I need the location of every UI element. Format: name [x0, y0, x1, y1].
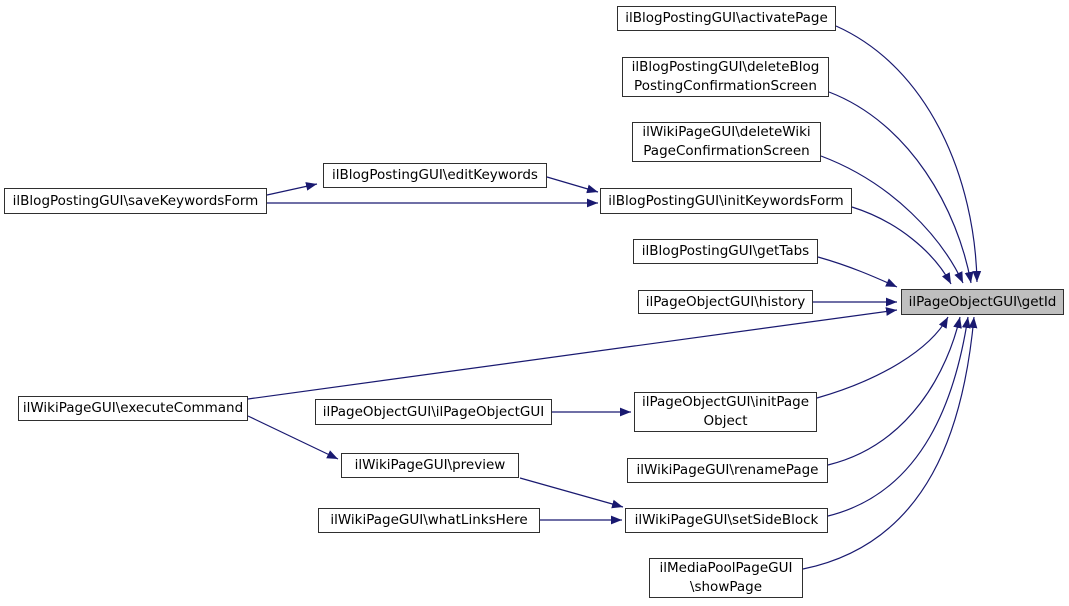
node-activate-page[interactable]: ilBlogPostingGUI\activatePage	[617, 6, 836, 31]
node-set-side-block[interactable]: ilWikiPageGUI\setSideBlock	[625, 508, 828, 533]
edge-deleteWikiPageConfirmationScreen-to-getId	[820, 155, 964, 284]
node-what-links-here[interactable]: ilWikiPageGUI\whatLinksHere	[318, 508, 540, 533]
edge-initKeywordsForm-to-getId	[851, 206, 952, 285]
edge-showPage-to-getId	[802, 316, 978, 570]
edge-deleteBlogPostingConfirmationScreen-to-getId	[828, 91, 974, 284]
edge-editKeywords-to-initKeywordsForm	[546, 176, 599, 194]
node-delete-blog-posting-confirmation-screen[interactable]: ilBlogPostingGUI\deleteBlog PostingConfi…	[622, 57, 829, 97]
edge-setSideBlock-to-getId	[827, 316, 971, 517]
edge-executeCommand-to-preview	[247, 415, 339, 460]
edge-getTabs-to-getId	[817, 256, 898, 288]
node-save-keywords-form[interactable]: ilBlogPostingGUI\saveKeywordsForm	[4, 188, 267, 214]
edge-renamePage-to-getId	[827, 316, 962, 466]
node-get-tabs[interactable]: ilBlogPostingGUI\getTabs	[633, 239, 818, 264]
node-il-page-object-gui-constructor[interactable]: ilPageObjectGUI\ilPageObjectGUI	[315, 399, 552, 425]
node-execute-command[interactable]: ilWikiPageGUI\executeCommand	[18, 396, 248, 421]
node-rename-page[interactable]: ilWikiPageGUI\renamePage	[627, 458, 828, 483]
edge-preview-to-setSideBlock	[519, 477, 624, 509]
node-init-page-object[interactable]: ilPageObjectGUI\initPage Object	[634, 392, 817, 432]
edge-activatePage-to-getId	[835, 25, 982, 283]
node-get-id-focus: ilPageObjectGUI\getId	[901, 289, 1064, 315]
node-edit-keywords[interactable]: ilBlogPostingGUI\editKeywords	[323, 163, 547, 188]
node-init-keywords-form[interactable]: ilBlogPostingGUI\initKeywordsForm	[600, 188, 852, 214]
node-show-page[interactable]: ilMediaPoolPageGUI \showPage	[649, 558, 803, 598]
node-history[interactable]: ilPageObjectGUI\history	[638, 290, 813, 314]
node-delete-wiki-page-confirmation-screen[interactable]: ilWikiPageGUI\deleteWiki PageConfirmatio…	[632, 122, 821, 162]
edge-initPageObject-to-getId	[816, 316, 949, 399]
edge-executeCommand-to-getId	[247, 307, 898, 400]
edge-saveKeywordsForm-to-editKeywords	[266, 182, 318, 196]
node-preview[interactable]: ilWikiPageGUI\preview	[341, 453, 519, 478]
